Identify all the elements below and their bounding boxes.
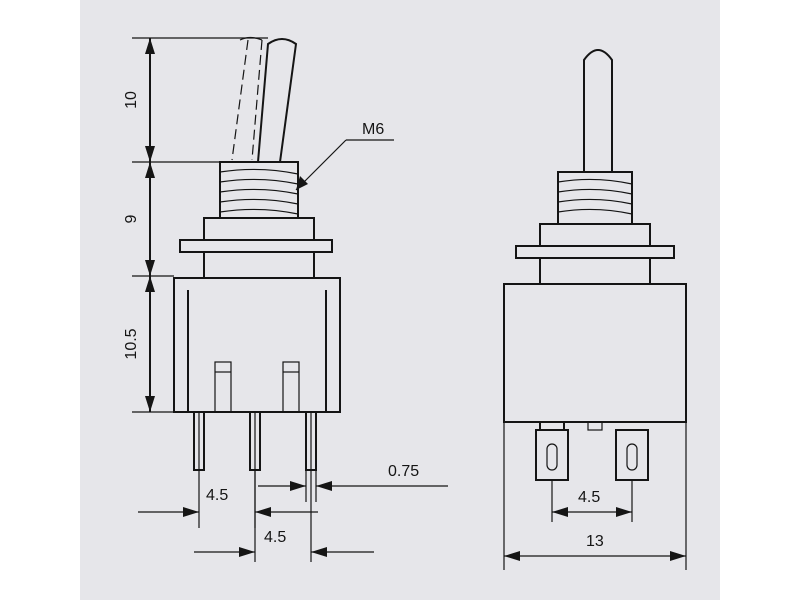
- neck: [203, 251, 315, 279]
- flange: [179, 239, 333, 253]
- front-neck: [539, 257, 651, 285]
- dim-lever-height: 10: [123, 91, 140, 109]
- side-view: [173, 36, 341, 471]
- height-dimensions: 10 9 10.5: [123, 37, 268, 413]
- dim-body-height: 10.5: [123, 328, 140, 359]
- pin-pitch-2-label: 4.5: [264, 529, 286, 546]
- thread-callout-label: M6: [362, 121, 384, 138]
- lever: [256, 38, 298, 163]
- thread-callout: M6: [295, 121, 394, 191]
- front-pin-pitch-dimension: 4.5: [551, 480, 633, 522]
- pin-width-label: 0.75: [388, 463, 419, 480]
- thread-lines: [219, 168, 299, 215]
- pin-pitch-dimension-1: 4.5: [138, 470, 318, 528]
- front-nut: [539, 223, 651, 247]
- pin-width-dimension: 0.75: [258, 463, 448, 502]
- internal-slot-2: [282, 361, 300, 413]
- switch-body: [173, 277, 341, 413]
- front-terminal-1: [535, 421, 569, 481]
- internal-slot-1: [214, 361, 232, 413]
- nut: [203, 217, 315, 241]
- ghost-lever: [231, 39, 263, 161]
- front-lever: [583, 49, 613, 177]
- pin-pitch-dimension-2: 4.5: [194, 470, 374, 562]
- front-flange: [515, 245, 675, 259]
- dim-thread-height: 9: [123, 214, 140, 223]
- front-switch-body: [503, 283, 687, 423]
- body-width-dimension: 13: [503, 422, 687, 570]
- front-view: [503, 49, 687, 481]
- front-pin-pitch-label: 4.5: [578, 489, 600, 506]
- pin-pitch-1-label: 4.5: [206, 487, 228, 504]
- front-terminal-2: [615, 429, 649, 481]
- body-width-label: 13: [586, 533, 604, 550]
- front-thread-lines: [557, 178, 633, 215]
